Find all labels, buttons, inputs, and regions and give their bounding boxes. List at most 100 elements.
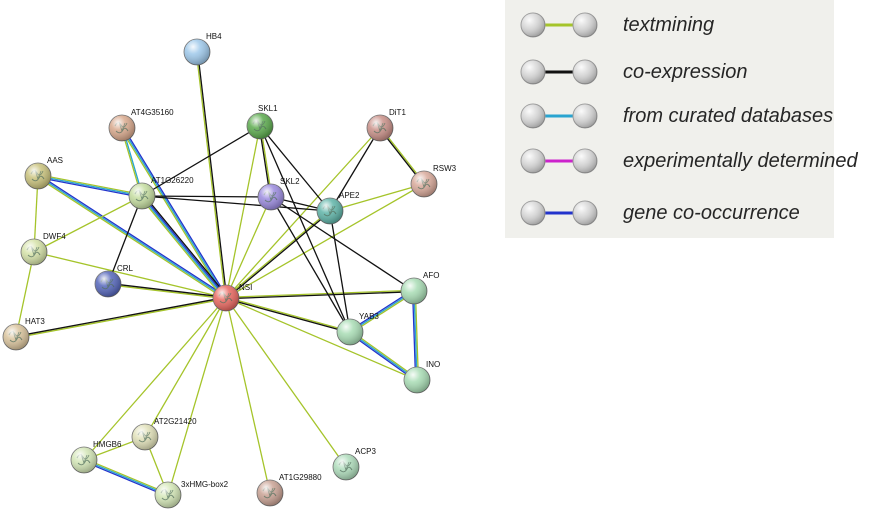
node-label: HMGB6 xyxy=(93,440,122,449)
edge-NSI-AT2G21420[interactable] xyxy=(144,297,227,438)
node-CRL[interactable]: CRL xyxy=(94,264,134,298)
edge-DWF4-AT1G26220[interactable] xyxy=(33,195,143,253)
node-NSI[interactable]: NSI xyxy=(212,283,252,312)
edge-line-co-expression xyxy=(270,196,351,333)
node-gloss xyxy=(21,239,47,265)
edge-line-gene_co_occurrence xyxy=(37,176,142,199)
edge-NSI-HAT3[interactable] xyxy=(15,296,227,339)
edge-AT1G26220-CRL[interactable] xyxy=(107,195,143,285)
edge-NSI-AT4G35160[interactable] xyxy=(120,126,228,300)
edge-line-textmining xyxy=(144,297,227,438)
legend-label: from curated databases xyxy=(623,104,834,127)
edge-line-co-expression xyxy=(259,125,351,333)
edge-line-textmining xyxy=(329,183,425,212)
edge-NSI-HB4[interactable] xyxy=(195,51,228,299)
node-gloss xyxy=(367,115,393,141)
edge-APE2-YAB3[interactable] xyxy=(329,210,351,333)
node-SKL2[interactable]: SKL2 xyxy=(257,177,300,211)
edge-line-textmining xyxy=(350,330,419,380)
node-gloss xyxy=(109,115,135,141)
edge-DWF4-HAT3[interactable] xyxy=(15,251,35,338)
edge-SKL2-AFO[interactable] xyxy=(270,196,415,292)
node-AT1G29880[interactable]: AT1G29880 xyxy=(256,473,322,507)
edge-SKL1-APE2[interactable] xyxy=(259,125,331,212)
edge-line-co-expression xyxy=(329,210,351,333)
node-label: ACP3 xyxy=(355,447,376,456)
node-3xHMG-box2[interactable]: 3xHMG-box2 xyxy=(154,480,229,509)
node-YAB3[interactable]: YAB3 xyxy=(336,312,379,346)
node-SKL1[interactable]: SKL1 xyxy=(246,104,278,140)
edge-NSI-APE2[interactable] xyxy=(225,209,331,300)
edge-NSI-HMGB6[interactable] xyxy=(83,297,227,461)
edge-line-gene_co_occurrence xyxy=(83,460,168,497)
edge-line-from_curated_databases xyxy=(121,127,227,299)
legend-edge-swatch xyxy=(520,12,598,38)
edge-AT1G26220-SKL2[interactable] xyxy=(141,195,272,198)
edge-NSI-ACP3[interactable] xyxy=(225,297,347,468)
edge-line-textmining xyxy=(225,125,261,299)
edge-line-textmining xyxy=(226,296,351,332)
edge-line-textmining xyxy=(414,290,420,380)
node-AAS[interactable]: AAS xyxy=(24,156,63,190)
edge-line-textmining xyxy=(167,297,227,496)
node-HAT3[interactable]: HAT3 xyxy=(2,317,45,351)
edge-AT1G26220-APE2[interactable] xyxy=(141,195,331,212)
node-APE2[interactable]: APE2 xyxy=(316,191,360,225)
edge-AT1G26220-SKL1[interactable] xyxy=(141,125,261,197)
legend-item-experimentally-determined: experimentally determined xyxy=(505,140,858,182)
node-gloss xyxy=(129,183,155,209)
node-label: INO xyxy=(426,360,440,369)
edge-line-textmining xyxy=(225,297,271,494)
node-gloss xyxy=(317,198,343,224)
node-AT1G26220[interactable]: AT1G26220 xyxy=(128,176,194,210)
node-AFO[interactable]: AFO xyxy=(400,271,439,305)
edge-SKL1-YAB3[interactable] xyxy=(259,125,351,333)
legend-item-gene-co-occurrence: gene co-occurrence xyxy=(505,192,800,234)
edge-NSI-AFO[interactable] xyxy=(225,289,415,300)
edge-NSI-YAB3[interactable] xyxy=(225,296,351,334)
edge-NSI-AT1G26220[interactable] xyxy=(139,194,229,300)
edge-line-co-expression xyxy=(141,195,331,212)
node-INO[interactable]: INO xyxy=(403,360,440,394)
node-DiT1[interactable]: DiT1 xyxy=(366,108,406,142)
node-AT2G21420[interactable]: AT2G21420 xyxy=(131,417,197,451)
node-RSW3[interactable]: RSW3 xyxy=(410,164,457,198)
edge-line-co-expression xyxy=(108,282,227,298)
edge-layer xyxy=(15,51,426,497)
edge-line-co-expression xyxy=(259,125,331,212)
node-HMGB6[interactable]: HMGB6 xyxy=(70,440,122,474)
edge-NSI-AAS[interactable] xyxy=(36,174,228,300)
edge-APE2-RSW3[interactable] xyxy=(329,183,425,212)
edge-YAB3-INO[interactable] xyxy=(348,330,419,382)
edge-AFO-INO[interactable] xyxy=(411,290,420,381)
edge-line-from_curated_databases xyxy=(37,175,227,299)
edge-NSI-INO[interactable] xyxy=(225,297,418,381)
edge-NSI-3xHMG-box2[interactable] xyxy=(167,297,227,496)
edge-NSI-DiT1[interactable] xyxy=(225,127,381,299)
edge-NSI-SKL2[interactable] xyxy=(225,196,272,299)
legend-label: textmining xyxy=(623,13,715,36)
edge-AAS-AT1G26220[interactable] xyxy=(37,173,143,199)
node-gloss xyxy=(155,482,181,508)
edge-HMGB6-3xHMG-box2[interactable] xyxy=(83,458,169,497)
edge-SKL2-YAB3[interactable] xyxy=(270,196,351,333)
legend-label: gene co-occurrence xyxy=(623,201,800,224)
node-AT4G35160[interactable]: AT4G35160 xyxy=(108,108,174,142)
edge-line-co-expression xyxy=(143,194,229,298)
edge-NSI-RSW3[interactable] xyxy=(225,183,425,299)
node-label: AT1G26220 xyxy=(151,176,194,185)
edge-NSI-CRL[interactable] xyxy=(107,282,227,300)
edge-NSI-AT1G29880[interactable] xyxy=(225,297,271,494)
node-HB4[interactable]: HB4 xyxy=(183,32,222,66)
edge-NSI-DWF4[interactable] xyxy=(33,251,227,299)
edge-APE2-DiT1[interactable] xyxy=(329,127,381,212)
node-DWF4[interactable]: DWF4 xyxy=(20,232,66,266)
node-label: CRL xyxy=(117,264,134,273)
edge-line-textmining xyxy=(36,176,226,300)
edge-line-textmining xyxy=(83,297,227,461)
edge-NSI-SKL1[interactable] xyxy=(225,125,261,299)
edge-line-from_curated_databases xyxy=(413,290,418,381)
node-ACP3[interactable]: ACP3 xyxy=(332,447,376,481)
node-label: HAT3 xyxy=(25,317,45,326)
node-gloss xyxy=(25,163,51,189)
